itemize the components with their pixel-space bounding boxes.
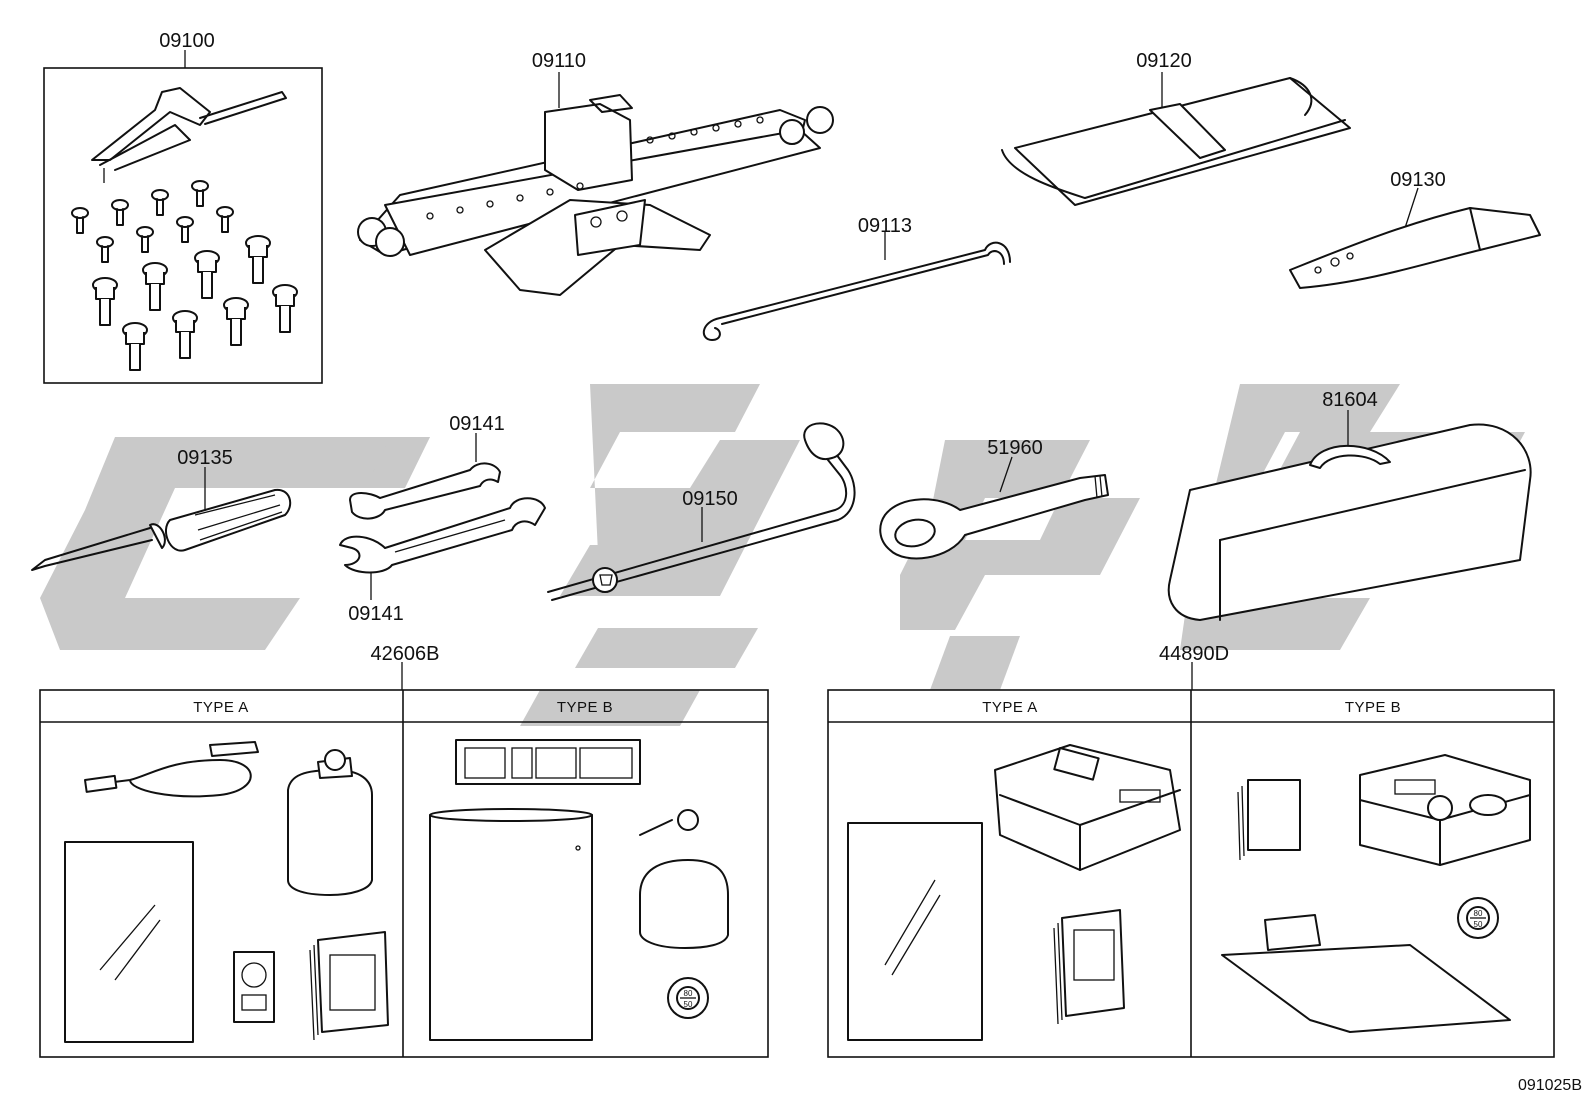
bolt-icon [245, 235, 271, 284]
kit-left-type-a-label: TYPE A [193, 699, 249, 716]
part-81604-tool-case[interactable] [1167, 410, 1532, 621]
part-09100-bolt-set[interactable] [43, 50, 323, 384]
part-labels: 09100 09110 09120 09130 09113 09135 0914… [159, 30, 1582, 1094]
label-09141-bottom: 09141 [348, 603, 404, 625]
label-42606B: 42606B [371, 643, 440, 665]
kit-42606B[interactable] [39, 662, 769, 1058]
label-09100: 09100 [159, 30, 215, 52]
label-44890D: 44890D [1159, 643, 1229, 665]
bolt-icon [122, 322, 148, 371]
label-81604: 81604 [1322, 389, 1378, 411]
bolt-icon [194, 250, 220, 299]
label-09135: 09135 [177, 447, 233, 469]
kit-right-type-b-label: TYPE B [1345, 699, 1401, 716]
bolt-icon [142, 262, 168, 311]
screw-icon [151, 189, 169, 216]
bolt-icon [223, 297, 249, 346]
part-09130-pliers[interactable] [1289, 187, 1541, 289]
label-09130: 09130 [1390, 169, 1446, 191]
screw-icon [191, 180, 209, 207]
screw-icon [96, 236, 114, 263]
screw-icon [176, 216, 194, 243]
label-09110: 09110 [532, 50, 586, 72]
label-09141-top: 09141 [449, 413, 505, 435]
diagram-code: 091025B [1518, 1077, 1582, 1094]
part-51960-towing-eye[interactable] [879, 456, 1109, 560]
label-09120: 09120 [1136, 50, 1192, 72]
part-09113-jack-handle[interactable] [702, 232, 1011, 341]
screw-icon [136, 226, 154, 253]
gauge-left-top: 80 [684, 989, 693, 998]
gauge-right-top: 80 [1474, 909, 1483, 918]
screw-icon [216, 206, 234, 233]
part-09141-wrench-small[interactable] [349, 433, 501, 520]
label-51960: 51960 [987, 437, 1043, 459]
kit-44890D[interactable] [827, 662, 1555, 1058]
part-09110-jack[interactable] [357, 72, 834, 296]
part-09120-tool-bag[interactable] [1001, 72, 1351, 206]
part-09141-wrench-large[interactable] [339, 497, 546, 600]
part-09135-screwdriver[interactable] [31, 467, 292, 571]
gauge-left-bottom: 50 [684, 1000, 693, 1009]
kit-left-type-b-label: TYPE B [557, 699, 613, 716]
bolt-icon [172, 310, 198, 359]
label-09150: 09150 [682, 488, 738, 510]
bolt-icon [272, 284, 298, 333]
label-09113: 09113 [858, 215, 912, 237]
kit-right-type-a-label: TYPE A [982, 699, 1038, 716]
screw-icon [71, 207, 89, 234]
screw-icon [111, 199, 129, 226]
bolt-icon [92, 277, 118, 326]
part-09150-lug-wrench[interactable] [547, 422, 856, 601]
gauge-right-bottom: 50 [1474, 920, 1483, 929]
